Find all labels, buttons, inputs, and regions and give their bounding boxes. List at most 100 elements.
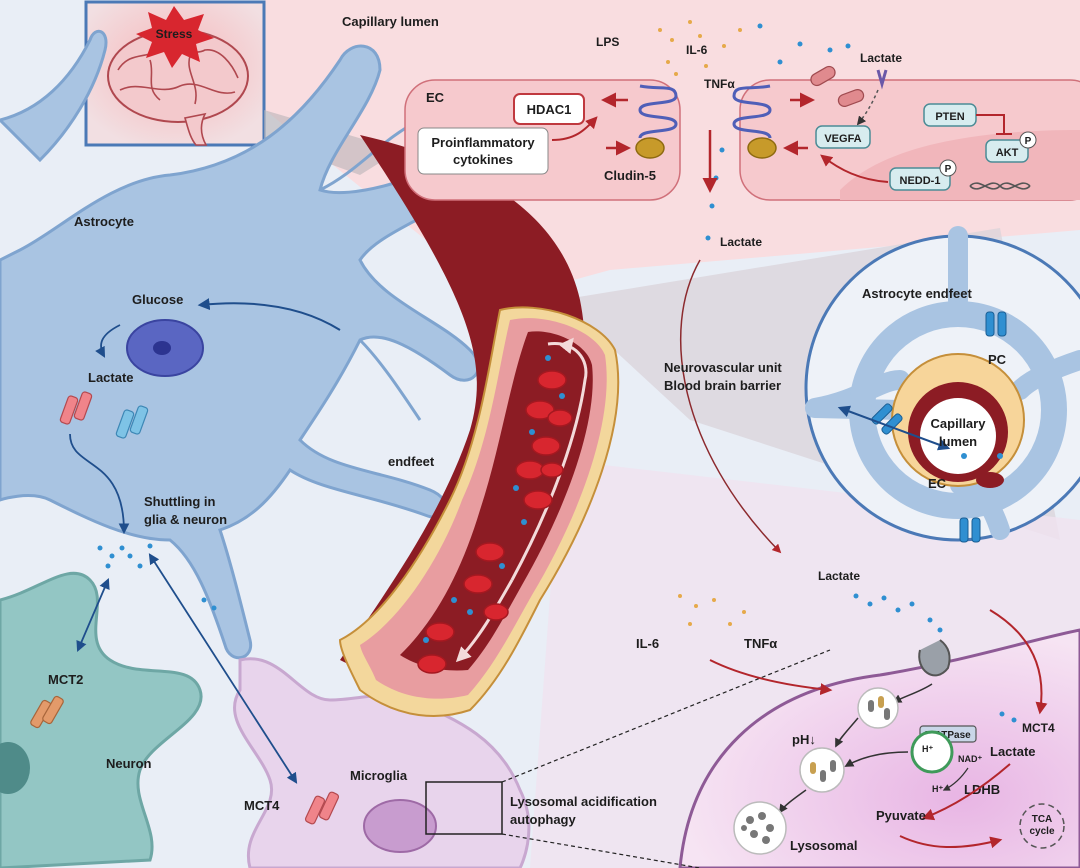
lactate-entry-arrow — [856, 89, 879, 126]
lactate-to-nvu-arrow — [679, 259, 782, 554]
lactate-right-label: Lactate — [818, 569, 860, 583]
tnfa-bottom-label: TNFα — [744, 636, 777, 651]
zoom-line-bottom — [501, 833, 701, 868]
mct4-right-label: MCT4 — [1022, 721, 1055, 735]
vegfa-box — [815, 125, 871, 149]
cytokine-dots-right — [678, 594, 746, 626]
nvu-lactate-arrow — [837, 405, 951, 451]
glucose-to-lactate-arrow — [95, 324, 121, 358]
shuttling-label-line2: glia & neuron — [144, 512, 227, 527]
pten-inhibits-akt — [976, 114, 1012, 135]
capillary-lumen-label: Capillary lumen — [342, 14, 439, 29]
capillary-lumen-label-line2: lumen — [939, 434, 977, 449]
proinflammatory-label-line1: Proinflammatory — [431, 135, 535, 150]
astrocyte-endfeet-label: Astrocyte endfeet — [862, 286, 972, 301]
phagosome-1 — [857, 687, 899, 729]
ph-label: pH↓ — [792, 732, 816, 747]
cytokine-dots — [658, 20, 742, 76]
hdac1-box — [513, 93, 585, 125]
tca-label-line2: cycle — [1029, 826, 1054, 837]
neuron-nucleus — [0, 742, 30, 794]
lactate-transporter-top — [876, 69, 888, 90]
cludin5-protein-right — [747, 137, 777, 159]
astro-to-shuttle-arrow — [69, 433, 130, 535]
dna-helix-icon — [969, 182, 1031, 190]
nvu-label-line2: Blood brain barrier — [664, 378, 781, 393]
cludin5-protein-left — [635, 137, 665, 159]
cludin5-label: Cludin-5 — [604, 168, 656, 183]
glucose-uptake-arrow — [197, 298, 341, 331]
phagolysosome — [799, 747, 845, 793]
lysosomal-acidification-label-line1: Lysosomal acidification — [510, 794, 657, 809]
microglia-nucleus — [363, 799, 437, 853]
microglia-shuttle-arrow — [148, 553, 298, 784]
capillary-lumen-label-line1: Capillary — [931, 416, 987, 431]
tlr-receptor-left — [638, 84, 678, 139]
h-plus-label-2: H⁺ — [932, 784, 943, 794]
glucose-label: Glucose — [132, 292, 183, 307]
lactate-astrocyte-label: Lactate — [88, 370, 134, 385]
stress-burst-icon — [136, 6, 214, 68]
mct2-transporter-icon — [30, 695, 64, 729]
akt-box — [985, 139, 1029, 163]
lysosomal-label: Lysosomal — [790, 838, 857, 853]
cytokine-to-microglia-arrow — [709, 659, 833, 696]
mct1-transporter-icon — [59, 391, 93, 425]
nvu-label-line1: Neurovascular unit — [664, 360, 782, 375]
akt-p-label: P — [1025, 136, 1032, 147]
nedd1-to-vegfa-arrow — [820, 154, 889, 183]
microglia-label: Microglia — [350, 768, 408, 783]
autophagy-arrow — [779, 789, 807, 814]
il6-top-label: IL-6 — [686, 43, 708, 57]
akt-label: AKT — [996, 147, 1019, 159]
lactate-to-mct4-arrow — [989, 609, 1048, 715]
phagosome-fusion-arrow — [835, 717, 859, 748]
shuttling-label-line1: Shuttling in — [144, 494, 216, 509]
lactate-to-pyuvate-arrow — [921, 763, 1011, 821]
nvu-lactate-dot-2 — [997, 453, 1003, 459]
il6-bottom-label: IL-6 — [636, 636, 659, 651]
red-blood-cells — [417, 370, 573, 674]
vegfa-label: VEGFA — [824, 133, 861, 145]
nad-label: NAD⁺ — [958, 754, 982, 764]
lysosomal-debris — [741, 812, 774, 844]
neuron-shuttle-arrow — [76, 578, 110, 652]
h-plus-label-1: H⁺ — [922, 744, 933, 754]
nvu-lactate-dot-1 — [961, 453, 967, 459]
pten-label: PTEN — [935, 111, 964, 123]
phagosome-1-debris — [868, 696, 890, 720]
neuron-label: Neuron — [106, 756, 152, 771]
proinflammatory-box — [417, 127, 549, 175]
pyuvate-label: Pyuvate — [876, 808, 926, 823]
mct4-microglia-transporter-icon — [304, 791, 340, 825]
nvu-circle — [804, 226, 1080, 542]
vessel-lactate-dots — [423, 355, 565, 643]
proton-to-lysosome-arrow — [844, 751, 909, 767]
stress-label: Stress — [156, 27, 193, 41]
mct4-astro-transporter-icon — [115, 405, 149, 439]
astrocyte-process-top — [0, 29, 108, 163]
phagocytosis-receptor-icon — [918, 639, 951, 677]
bacteria-icon-2 — [837, 89, 865, 107]
mct4-left-label: MCT4 — [244, 798, 280, 813]
tnfa-top-label: TNFα — [704, 77, 735, 91]
lysosomal-vesicle — [733, 801, 787, 855]
hdac1-label: HDAC1 — [527, 102, 572, 117]
bacteria-icon — [810, 65, 836, 87]
mct2-label: MCT2 — [48, 672, 83, 687]
ec-label: EC — [426, 90, 445, 105]
ec-circle-label: EC — [928, 476, 947, 491]
lysosome-zoom-box — [425, 781, 503, 835]
cytokine-to-hdac1-arrow — [551, 116, 598, 141]
phagolysosome-debris — [810, 760, 836, 782]
nedd1-box — [889, 167, 951, 191]
lysosomal-acidification-label-line2: autophagy — [510, 812, 576, 827]
lactate-mid-label: Lactate — [720, 235, 762, 249]
nad-cycle-arrow — [942, 767, 969, 791]
v-atpase-label: V-ATPase — [925, 730, 971, 741]
nedd1-phospho-icon — [939, 159, 957, 177]
endfeet-label: endfeet — [388, 454, 435, 469]
lactate-top-label: Lactate — [860, 51, 902, 65]
